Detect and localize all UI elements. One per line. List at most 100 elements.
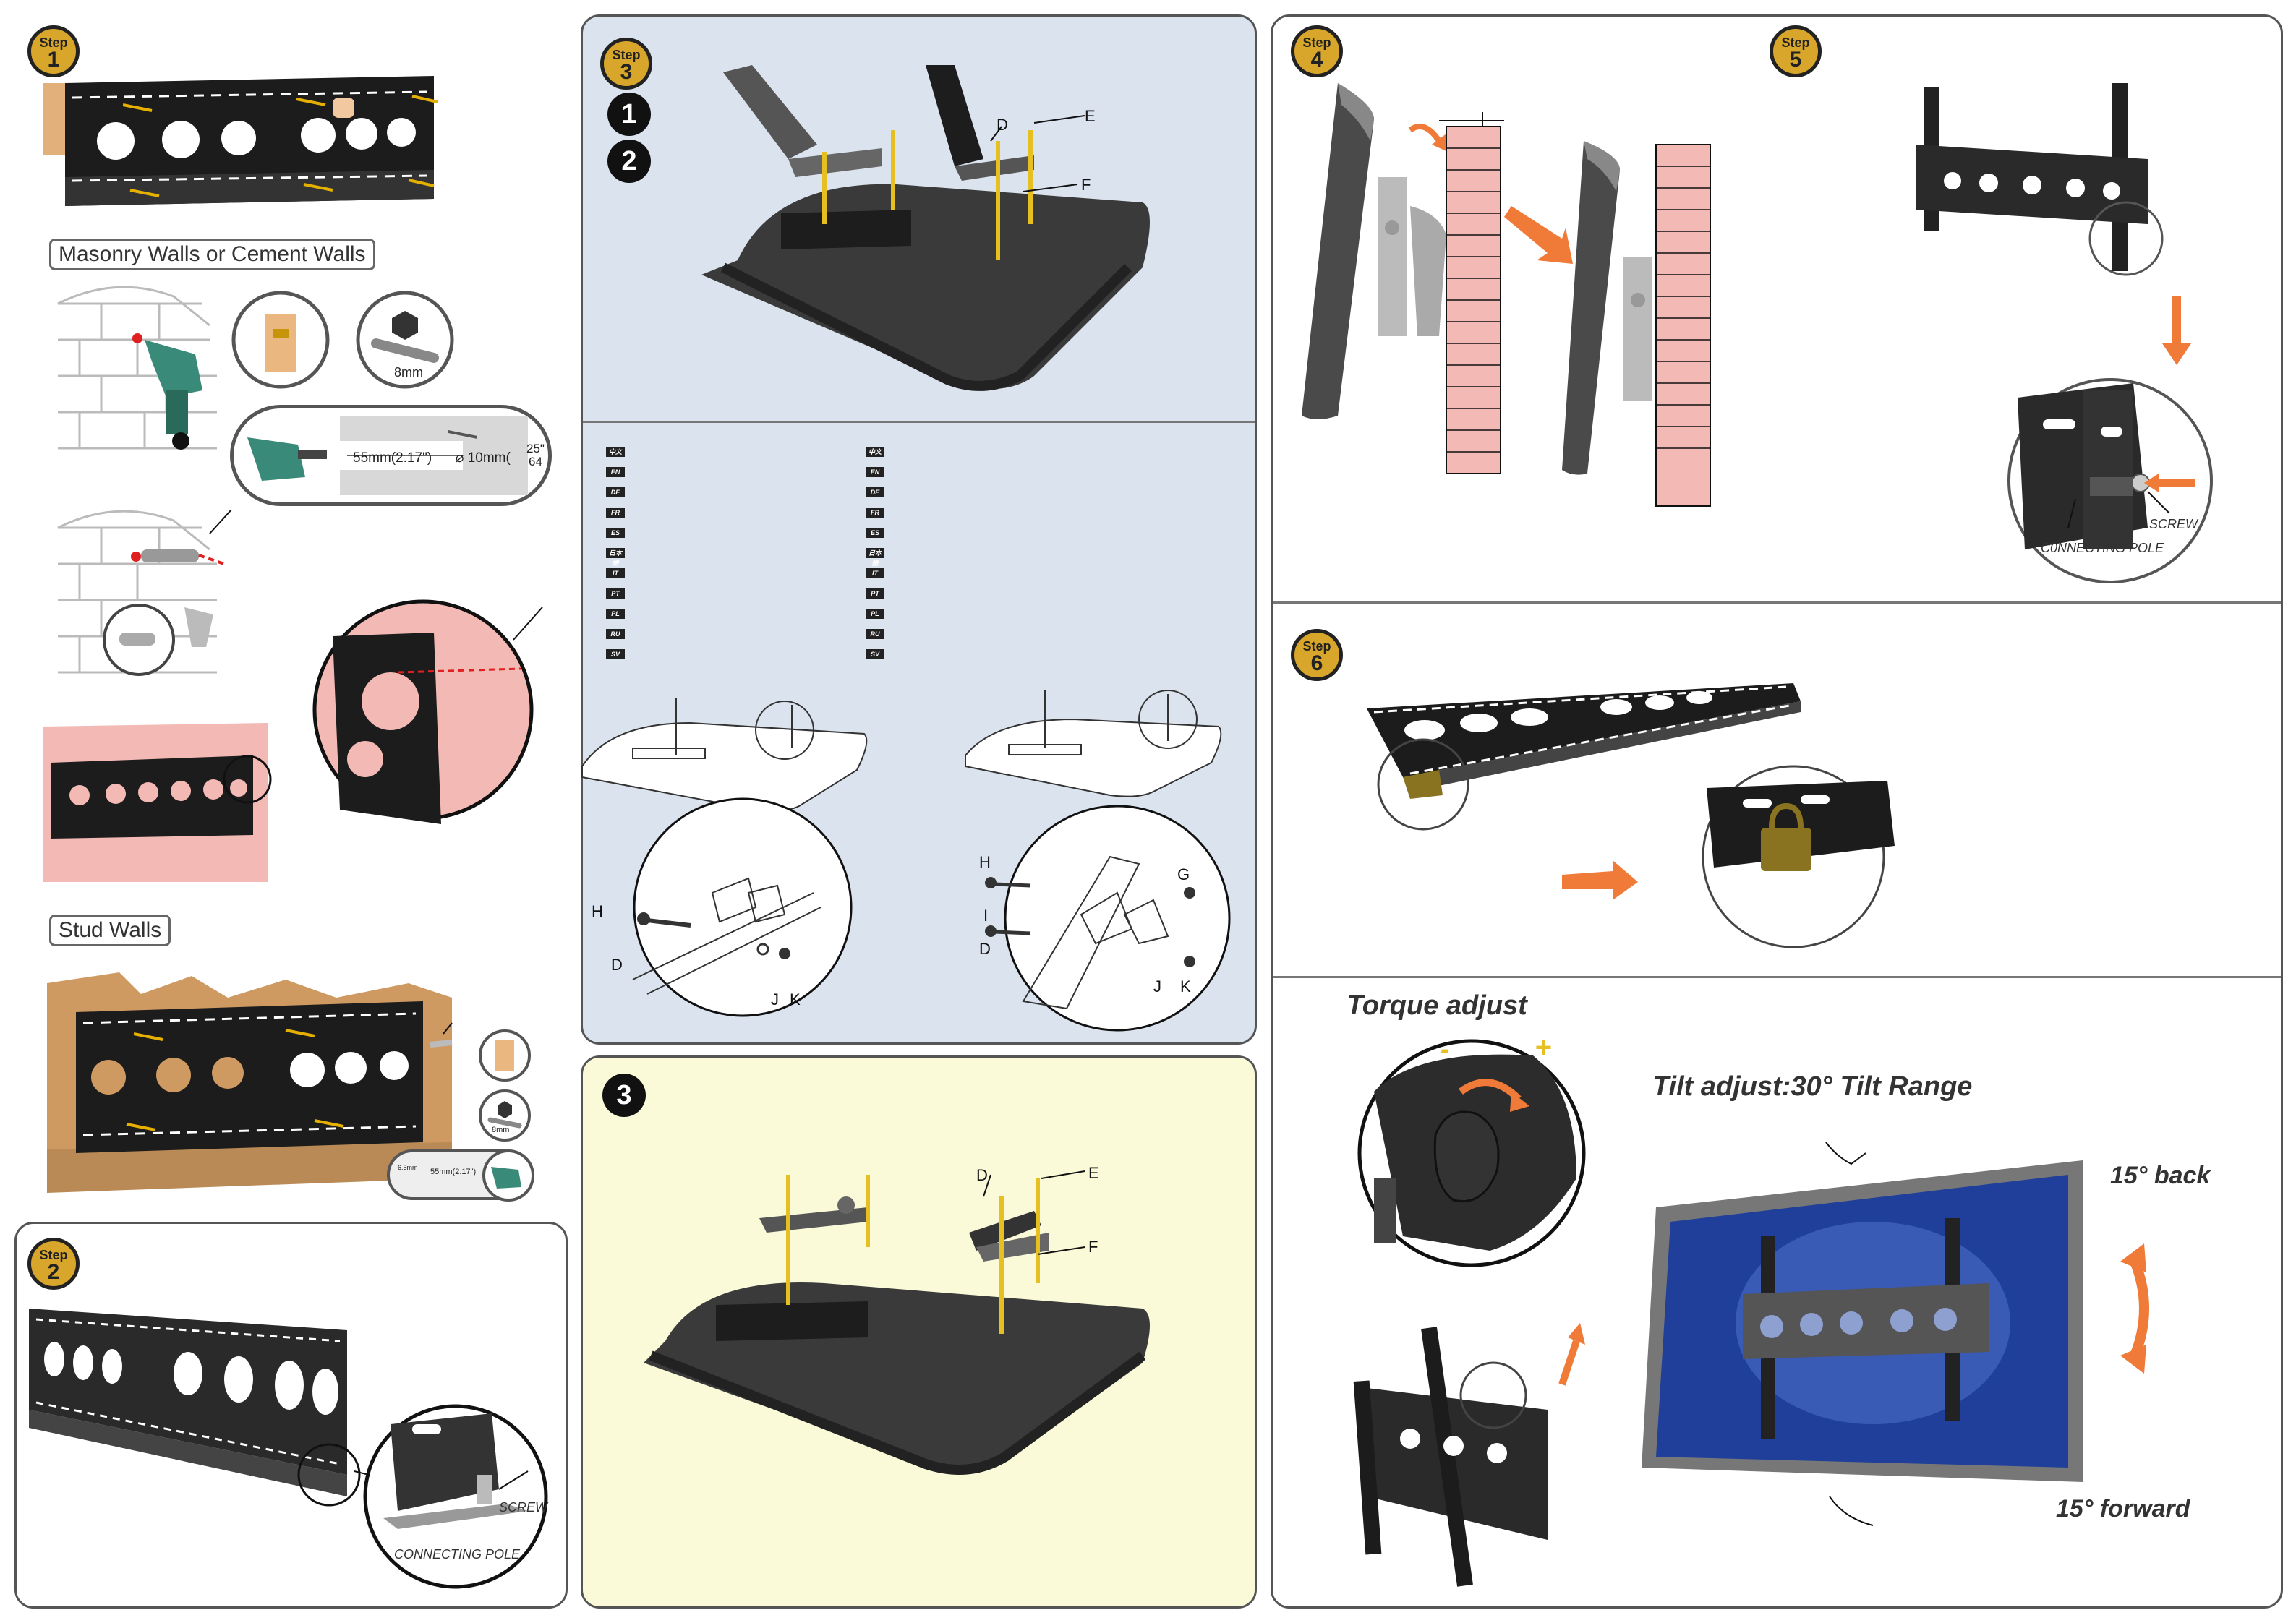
option-3-marker: 3 [602,1074,646,1117]
label-I-right: I [983,907,989,925]
stud-wrench-size: 8mm [492,1126,510,1134]
stud-drill-depth: 55mm(2.17") [430,1168,477,1176]
steps-4-7-panel [1271,14,2283,1609]
lang-tag: RU [866,629,884,639]
label-J-left: J [771,990,779,1009]
lang-tag: DE [606,487,625,497]
right-divider-2 [1273,976,2281,978]
lang-tag: SV [866,649,884,659]
masonry-walls-label: Masonry Walls or Cement Walls [49,239,375,270]
step-5-mount-illustration [1916,83,2213,583]
lang-tag: DE [866,487,884,497]
stud-wrench-detail [479,1089,531,1142]
step-number: 4 [1310,48,1323,72]
step-2-badge: Step 2 [27,1238,80,1290]
label-H-right: H [979,853,991,871]
label-D-right: D [979,940,991,958]
torque-plus-sign: + [1535,1032,1552,1063]
label-D-left: D [611,956,623,974]
tv-back-flat-brackets-illustration [644,1170,1150,1475]
lang-tag: RU [606,629,625,639]
step-2-plate-illustration [29,1309,548,1589]
step-2-screw-label: SCREW [499,1500,547,1515]
lang-tag: 中文 [606,447,625,457]
bit-fraction: 25" 64 [526,442,545,468]
lang-tag: 日本語 [606,548,625,567]
lang-tag: ES [606,528,625,538]
stud-drill-detail [482,1149,534,1202]
lang-tag: IT [866,568,884,578]
drill-depth-diagram [340,416,528,495]
label-D-bottom: D [976,1166,988,1184]
label-D-top: D [997,116,1008,134]
lang-tag: SV [606,649,625,659]
option-1-marker: 1 [607,93,651,136]
label-F-bottom: F [1088,1238,1098,1256]
step-number: 2 [47,1260,60,1284]
tilt-back-label: 15° back [2110,1162,2211,1189]
bit-diameter-label: ⌀ 10mm( [456,450,511,466]
lang-tag: EN [606,467,625,477]
lang-tag: PT [866,588,884,599]
lang-tag: FR [606,508,625,518]
step-6-badge: Step 6 [1291,629,1343,681]
step-word: Step [39,35,68,50]
step-number: 6 [1310,651,1323,675]
step-3-badge: Step 3 [600,38,652,90]
step-2-pole-label: CONNECTING POLE [394,1547,521,1562]
step-3-divider [583,421,1255,423]
drill-depth-label: 55mm(2.17") [353,450,432,466]
step-6-lock-illustration [1367,683,1895,948]
lang-tag: FR [866,508,884,518]
label-F-top: F [1081,176,1091,194]
torque-adjust-title: Torque adjust [1347,990,1527,1021]
lang-tag: IT [606,568,625,578]
lang-tag: EN [866,467,884,477]
label-K-left: K [790,990,801,1009]
tv-tilt-illustration [1642,1142,2149,1526]
tv-outline-right [965,690,1231,1032]
torque-minus-sign: - [1441,1034,1449,1063]
lang-tag: PT [606,588,625,599]
step-word: Step [612,48,641,62]
option-2-marker: 2 [607,140,651,183]
step-5-badge: Step 5 [1770,25,1822,77]
step-word: Step [1302,639,1331,654]
bit-diameter-value: 10mm [467,450,506,466]
step-word: Step [1781,35,1810,50]
step-word: Step [1302,35,1331,50]
step-word: Step [39,1248,68,1262]
wrench-size-label: 8mm [394,365,423,380]
step-number: 3 [620,60,633,84]
label-H-left: H [592,902,603,920]
lang-tag: 日本語 [866,548,884,567]
label-J-right: J [1153,977,1161,995]
stud-wall-illustration [47,972,453,1193]
right-divider-1 [1273,601,2281,604]
anchor-install-illustration [43,509,543,882]
wrench-8mm-detail [356,291,454,389]
stud-wood-detail [479,1029,531,1082]
lang-tag: PL [606,609,625,619]
label-E-top: E [1085,107,1096,125]
lang-tag: ES [866,528,884,538]
brick-wall-drill-illustration [57,286,217,450]
step-5-pole-label: C0NNECTING POLE [2041,541,2164,555]
label-E-bottom: E [1088,1164,1099,1182]
torque-knob-illustration [1353,1039,1586,1587]
stud-drill-diam: 6.5mm [398,1164,418,1171]
tv-back-brackets-illustration [701,65,1150,391]
step-4-hang-illustration [1302,83,1711,507]
tilt-forward-label: 15° forward [2056,1495,2190,1523]
wood-block-detail [231,291,330,389]
step-4-badge: Step 4 [1291,25,1343,77]
step-2-panel [14,1222,568,1609]
bit-fraction-den: 64 [529,455,542,468]
step-5-screw-label: SCREW [2149,517,2198,531]
wall-plate-illustration [43,76,438,206]
tilt-adjust-title: Tilt adjust:30° Tilt Range [1652,1071,1973,1102]
step-number: 1 [47,48,60,72]
bit-fraction-num: 25" [526,442,545,455]
label-G-right: G [1177,865,1190,883]
tv-outline-left [581,698,868,1017]
